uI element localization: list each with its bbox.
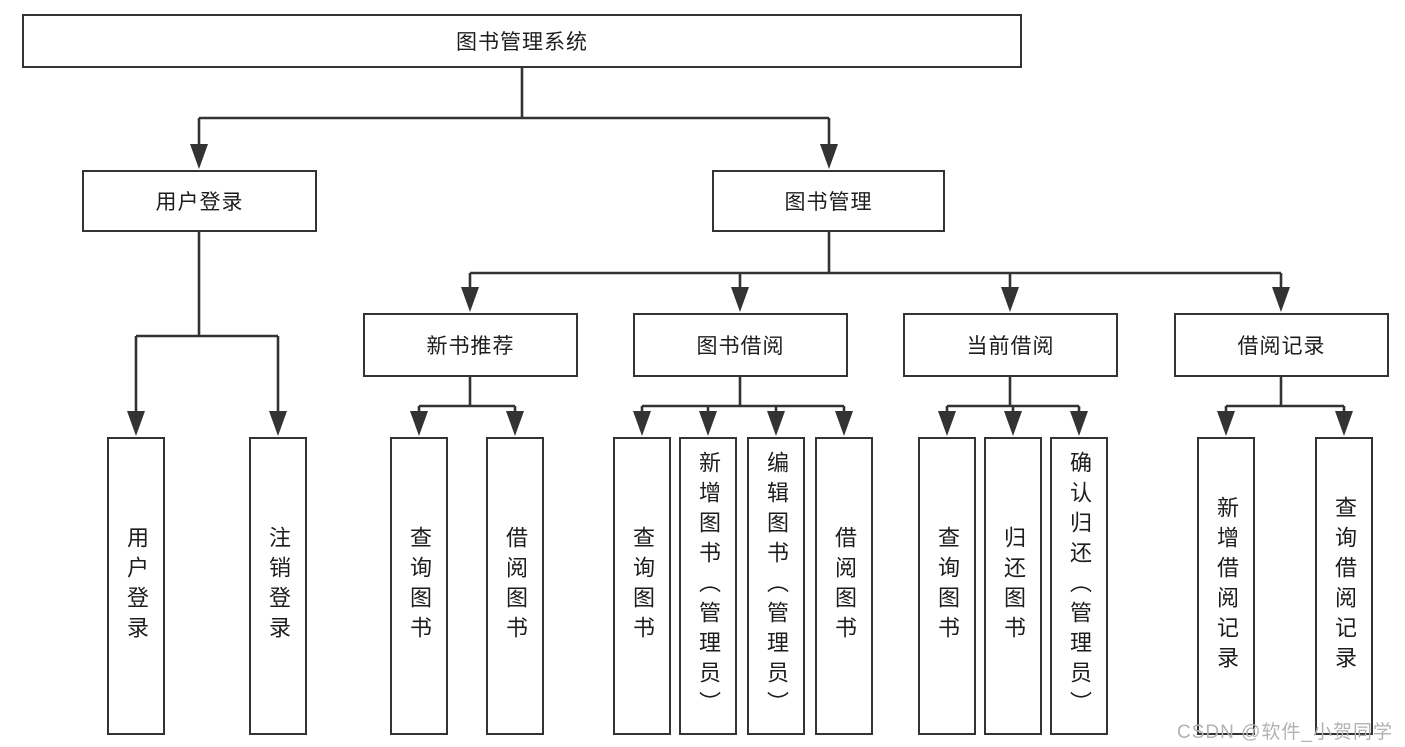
leaf-query-book-recommend-label: 查询图书 xyxy=(407,526,432,646)
node-user-login: 用户登录 xyxy=(82,170,317,232)
leaf-logout-login: 注销登录 xyxy=(249,437,307,735)
node-new-book-recommend-label: 新书推荐 xyxy=(426,335,515,358)
node-book-borrow: 图书借阅 xyxy=(633,313,848,377)
leaf-add-book-admin: 新增图书（管理员） xyxy=(679,437,737,735)
connector-paths xyxy=(134,68,1346,415)
leaf-borrow-book-b-label: 借阅图书 xyxy=(832,526,857,646)
node-new-book-recommend: 新书推荐 xyxy=(363,313,578,377)
node-book-management: 图书管理 xyxy=(712,170,945,232)
leaf-edit-book-admin-label: 编辑图书（管理员） xyxy=(764,451,789,721)
leaf-query-book-recommend: 查询图书 xyxy=(390,437,448,735)
leaf-query-book-borrow-label: 查询图书 xyxy=(630,526,655,646)
leaf-logout-login-label: 注销登录 xyxy=(266,526,291,646)
leaf-query-borrow-record: 查询借阅记录 xyxy=(1315,437,1373,735)
node-borrow-record: 借阅记录 xyxy=(1174,313,1389,377)
leaf-add-borrow-record: 新增借阅记录 xyxy=(1197,437,1255,735)
node-current-borrow-label: 当前借阅 xyxy=(966,335,1055,358)
watermark: CSDN @软件_小贺同学 xyxy=(1177,722,1393,743)
leaf-add-book-admin-label: 新增图书（管理员） xyxy=(696,451,721,721)
node-book-management-label: 图书管理 xyxy=(784,191,873,214)
arrowheads xyxy=(127,144,1353,436)
leaf-confirm-return-admin: 确认归还（管理员） xyxy=(1050,437,1108,735)
node-borrow-record-label: 借阅记录 xyxy=(1237,335,1326,358)
node-user-login-label: 用户登录 xyxy=(155,191,244,214)
node-root: 图书管理系统 xyxy=(22,14,1022,68)
leaf-borrow-book-b: 借阅图书 xyxy=(815,437,873,735)
leaf-query-book-current-label: 查询图书 xyxy=(935,526,960,646)
leaf-return-book-label: 归还图书 xyxy=(1001,526,1026,646)
leaf-add-borrow-record-label: 新增借阅记录 xyxy=(1214,496,1239,676)
leaf-return-book: 归还图书 xyxy=(984,437,1042,735)
leaf-confirm-return-admin-label: 确认归还（管理员） xyxy=(1067,451,1092,721)
leaf-borrow-book-recommend-label: 借阅图书 xyxy=(503,526,528,646)
leaf-query-book-borrow: 查询图书 xyxy=(613,437,671,735)
leaf-user-login-label: 用户登录 xyxy=(124,526,149,646)
node-current-borrow: 当前借阅 xyxy=(903,313,1118,377)
node-book-borrow-label: 图书借阅 xyxy=(696,335,785,358)
leaf-edit-book-admin: 编辑图书（管理员） xyxy=(747,437,805,735)
leaf-query-book-current: 查询图书 xyxy=(918,437,976,735)
node-root-label: 图书管理系统 xyxy=(456,31,588,54)
leaf-query-borrow-record-label: 查询借阅记录 xyxy=(1332,496,1357,676)
leaf-borrow-book-recommend: 借阅图书 xyxy=(486,437,544,735)
leaf-user-login: 用户登录 xyxy=(107,437,165,735)
